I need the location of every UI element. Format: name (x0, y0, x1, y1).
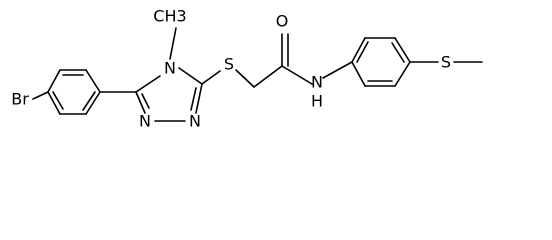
bond-ph2-a-inner (356, 41, 369, 63)
atom-bromine: Br (11, 90, 29, 109)
atom-ring-nitrogen-right: N (189, 112, 201, 131)
bond-ph1-f (47, 91, 61, 115)
bond-ph2-a (351, 37, 366, 63)
bond-tz-n1-c5-inner (141, 93, 150, 109)
bond-ph1-f-inner (52, 91, 64, 110)
bond-tz-n4-c3 (178, 67, 203, 85)
atom-amide-nitrogen: N (311, 73, 323, 92)
bond-ph2-c-inner (391, 42, 405, 63)
atom-ring-nitrogen-left: N (139, 112, 151, 131)
bond-n-methyl (169, 27, 177, 60)
bond-br-c (32, 91, 49, 100)
bond-ph2-f (351, 61, 366, 87)
bond-ph1-d (85, 91, 101, 115)
atom-labels: Br N CH3 N N S O N H S (11, 7, 451, 131)
atom-methyl: CH3 (153, 7, 186, 26)
bond-c3-s (201, 70, 221, 85)
bonds (32, 27, 483, 122)
molecule-structure: Br N CH3 N N S O N H S (11, 7, 483, 131)
bond-ph2-c (394, 37, 411, 63)
bond-tz-n1-c5 (135, 91, 146, 114)
bond-tz-c3-n2-inner (190, 87, 197, 111)
atom-methylthio-sulfur: S (441, 53, 451, 72)
bond-ph1-d-inner (82, 91, 96, 111)
atom-amide-hydrogen: H (311, 92, 323, 111)
bond-ph1-a (47, 69, 61, 93)
bond-co-nh (281, 65, 313, 85)
bond-ph1-c (85, 69, 101, 93)
atom-carbonyl-oxygen: O (276, 12, 289, 31)
bond-nh-ph2 (322, 61, 353, 79)
bond-ch2-co (253, 65, 283, 88)
atom-thioether-sulfur: S (224, 55, 234, 74)
bond-tz-c5-n4 (135, 75, 161, 93)
atom-ring-nitrogen-methyl: N (164, 59, 176, 78)
bond-ph2-d (394, 61, 411, 87)
bond-s-ch2 (235, 69, 255, 88)
bond-tz-c3-n2 (195, 83, 203, 114)
